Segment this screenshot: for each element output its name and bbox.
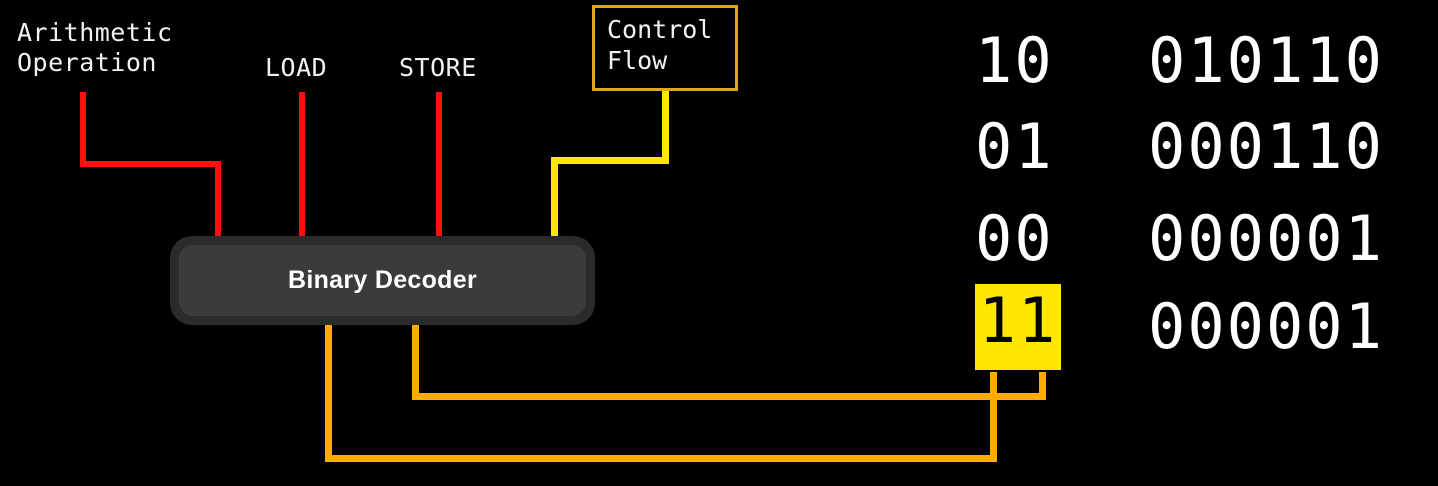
wire-control-flow-horizontal [551,157,669,164]
wire-load-vertical [299,92,305,241]
binary-decoder-inner-panel: Binary Decoder [179,245,586,316]
wire-output-a-vertical-left [325,325,332,462]
wire-store-vertical [436,92,442,241]
truth-table-input-1: 01 [975,110,1054,183]
wire-arithmetic-operation-vertical-upper [80,92,86,167]
binary-decoder-label: Binary Decoder [288,266,477,294]
input-label-control-flow: Control Flow [607,15,713,75]
wire-arithmetic-operation-horizontal [80,161,221,167]
wire-control-flow-vertical-lower [551,157,558,241]
truth-table-input-0: 10 [975,24,1054,97]
control-flow-box: Control Flow [592,5,738,91]
input-label-arithmetic-operation: Arithmetic Operation [17,18,173,77]
wire-output-a-vertical-right [990,372,997,462]
truth-table-input-2: 00 [975,202,1054,275]
wire-output-b-horizontal [412,393,1046,400]
wire-output-b-vertical-right [1039,372,1046,400]
wire-arithmetic-operation-vertical-lower [215,161,221,241]
truth-table-input-3-highlighted: 11 [975,284,1061,370]
truth-table-output-3: 000001 [1148,290,1384,363]
binary-decoder-box[interactable]: Binary Decoder [170,236,595,325]
input-label-load: LOAD [265,53,328,82]
truth-table-output-2: 000001 [1148,202,1384,275]
truth-table-output-0: 010110 [1148,24,1384,97]
input-label-store: STORE [399,53,477,82]
wire-output-b-vertical-left [412,325,419,400]
wire-output-a-horizontal [325,455,997,462]
truth-table-output-1: 000110 [1148,110,1384,183]
wire-control-flow-vertical-upper [662,91,669,164]
